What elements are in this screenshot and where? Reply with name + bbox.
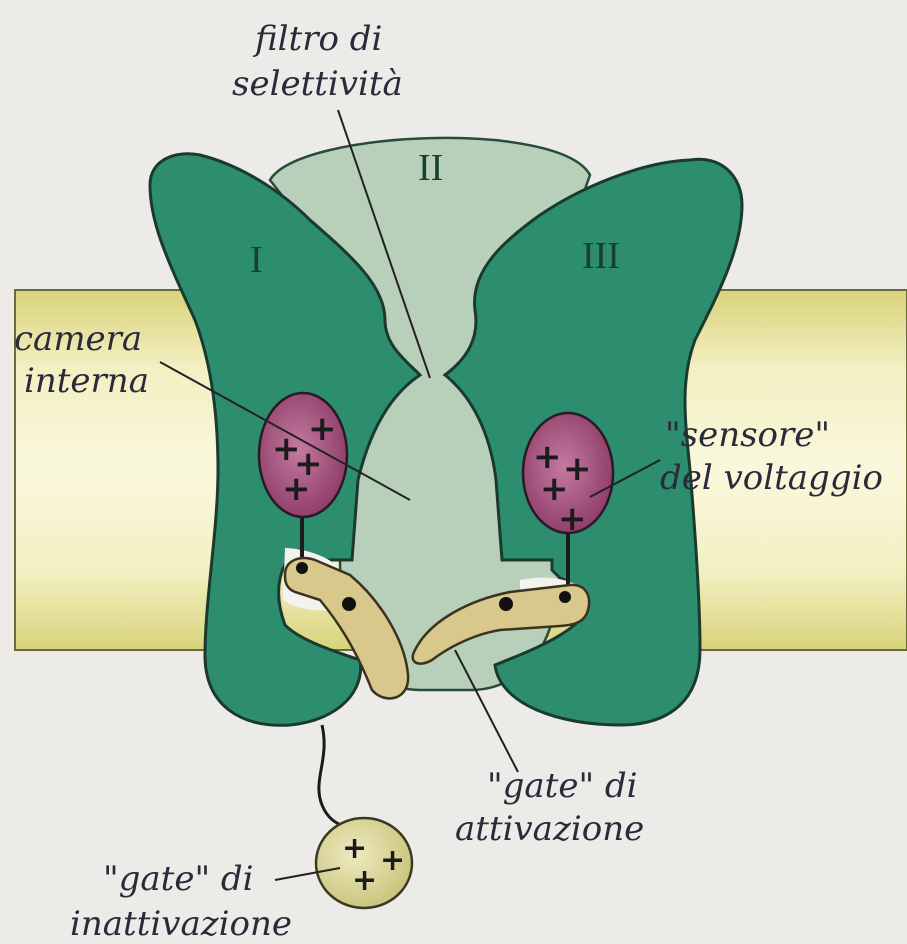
charge-plus: + <box>308 409 337 449</box>
inner-chamber-label-line1: camera <box>14 319 142 359</box>
inner-chamber-label-line2: interna <box>24 361 149 401</box>
selectivity-filter-label-line2: selettività <box>232 64 403 104</box>
domain-two-label: II <box>418 147 443 189</box>
gate-dot <box>559 591 571 603</box>
activation-gate-label-line2: attivazione <box>455 809 644 849</box>
charge-plus: + <box>380 843 405 878</box>
domain-three-label: III <box>582 235 620 277</box>
charge-plus: + <box>558 499 587 539</box>
inactivation-tether <box>319 725 350 830</box>
selectivity-filter-label-line1: filtro di <box>252 19 382 59</box>
voltage-sensor-label-line2: del voltaggio <box>660 458 883 498</box>
inactivation-gate-label-line1: "gate" di <box>103 859 254 899</box>
gate-dot <box>296 562 308 574</box>
domain-one-label: I <box>250 239 263 281</box>
charge-plus: + <box>282 469 311 509</box>
charge-plus: + <box>342 831 367 866</box>
gate-dot <box>342 597 356 611</box>
gate-dot <box>499 597 513 611</box>
inactivation-gate-label-line2: inattivazione <box>70 904 292 944</box>
activation-gate-label-line1: "gate" di <box>487 766 638 806</box>
charge-plus: + <box>352 863 377 898</box>
voltage-sensor-label-line1: "sensore" <box>665 415 830 455</box>
